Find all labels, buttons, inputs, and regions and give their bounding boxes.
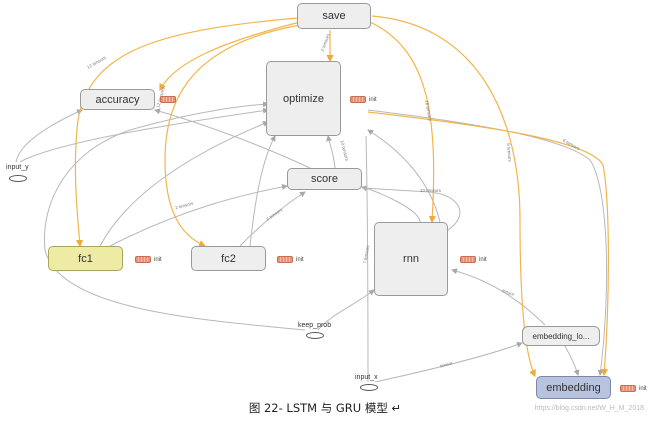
node-label: score bbox=[311, 173, 338, 185]
watermark: https://blog.csdn.net/W_H_M_2018 bbox=[534, 405, 644, 412]
init-marker-embedding: init bbox=[620, 385, 647, 392]
edge-save-rnn bbox=[369, 21, 436, 224]
node-label: embedding bbox=[546, 381, 601, 394]
edge-save-embedding bbox=[371, 15, 536, 378]
init-marker-accuracy bbox=[160, 96, 179, 103]
save-node[interactable]: save bbox=[297, 3, 371, 29]
input-x-label: input_x bbox=[355, 374, 378, 381]
node-label: fc2 bbox=[221, 252, 236, 265]
node-label: fc1 bbox=[78, 252, 93, 265]
edge-input_y-optimize bbox=[19, 107, 269, 163]
edge-rnn-optimize bbox=[367, 129, 441, 223]
score-node[interactable]: score bbox=[287, 168, 362, 190]
edge-keep_prob-fc1 bbox=[43, 101, 306, 331]
init-marker-fc2: init bbox=[277, 256, 304, 263]
edge-save-accuracy bbox=[159, 21, 301, 92]
init-label: init bbox=[154, 256, 162, 263]
embedding-lookup-node[interactable]: embedding_lo... bbox=[522, 326, 600, 346]
figure-caption: 图 22- LSTM 与 GRU 模型 ↵ bbox=[248, 401, 402, 415]
optimize-node[interactable]: optimize bbox=[266, 61, 341, 136]
init-marker-rnn: init bbox=[460, 256, 487, 263]
init-icon bbox=[135, 256, 151, 263]
edge-rnn-loop bbox=[361, 187, 461, 231]
init-label: init bbox=[639, 385, 647, 392]
edge-save-fc1 bbox=[74, 17, 299, 248]
node-label: accuracy bbox=[95, 93, 140, 106]
edge-save-fc2 bbox=[164, 24, 301, 247]
edge-fc2-score bbox=[239, 191, 306, 247]
edge-label: 10 tensors bbox=[420, 188, 442, 193]
edge-optimize-embedding bbox=[367, 109, 608, 376]
edge-score-accuracy bbox=[154, 108, 311, 169]
edge-optimize-embedding-orange bbox=[367, 111, 609, 377]
input-y-label: input_y bbox=[6, 164, 29, 171]
edge-rnn-score bbox=[361, 185, 421, 223]
keep-prob-label: keep_prob bbox=[298, 322, 332, 329]
init-icon bbox=[620, 385, 636, 392]
init-icon bbox=[277, 256, 293, 263]
edge-emb-rnn bbox=[451, 268, 546, 326]
init-icon bbox=[350, 96, 366, 103]
edge-fc1-score bbox=[109, 183, 288, 247]
init-label: init bbox=[479, 256, 487, 263]
edge-input_y-accuracy bbox=[15, 109, 83, 163]
node-label: embedding_lo... bbox=[532, 331, 590, 341]
accuracy-node[interactable]: accuracy bbox=[80, 89, 155, 110]
init-icon bbox=[160, 96, 176, 103]
fc2-node[interactable]: fc2 bbox=[191, 246, 266, 271]
init-marker-optimize: init bbox=[350, 96, 377, 103]
init-marker-fc1: init bbox=[135, 256, 162, 263]
edge-fc1-optimize bbox=[99, 121, 269, 247]
init-label: init bbox=[296, 256, 304, 263]
input-y-node[interactable] bbox=[9, 175, 27, 182]
rnn-node[interactable]: rnn bbox=[374, 222, 448, 296]
edge-emb-embedding bbox=[564, 345, 580, 376]
fc1-node[interactable]: fc1 bbox=[48, 246, 123, 271]
init-icon bbox=[460, 256, 476, 263]
node-label: save bbox=[322, 10, 346, 22]
edge-input_x-emb bbox=[374, 341, 523, 383]
keep-prob-node[interactable] bbox=[306, 332, 324, 339]
edge-fc2-optimize bbox=[249, 135, 276, 247]
input-x-node[interactable] bbox=[360, 384, 378, 391]
edge-score-optimize bbox=[326, 135, 336, 169]
edge-keep_prob-rnn bbox=[317, 289, 375, 331]
node-label: optimize bbox=[283, 92, 324, 105]
edge-input_x-optimize bbox=[365, 135, 369, 383]
embedding-node[interactable]: embedding bbox=[536, 376, 611, 399]
node-label: rnn bbox=[403, 253, 419, 265]
init-label: init bbox=[369, 96, 377, 103]
